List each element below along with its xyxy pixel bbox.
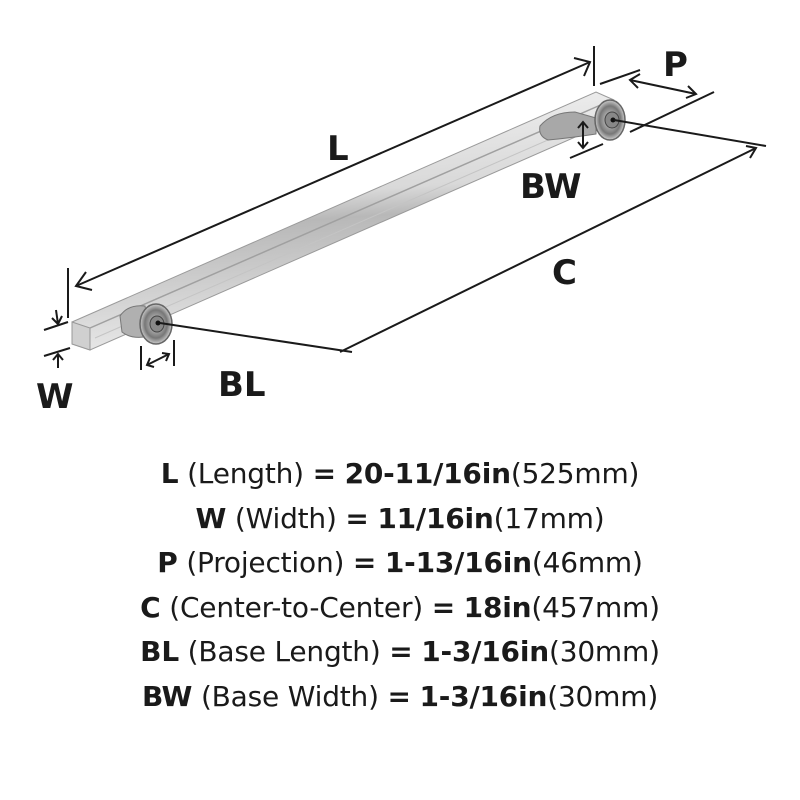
spec-name: (Length) — [187, 457, 304, 490]
spec-name: (Width) — [234, 501, 337, 535]
spec-name: (Center-to-Center) — [169, 590, 423, 624]
spec-length: L (Length) = 20-11/16in(525mm) — [0, 452, 800, 497]
spec-equals: = — [312, 457, 336, 490]
spec-imperial: 1-3/16in — [421, 635, 549, 668]
pull-handle-illustration — [43, 46, 767, 370]
spec-metric: (17mm) — [493, 501, 605, 535]
spec-width: W (Width) = 11/16in(17mm) — [0, 497, 800, 542]
spec-imperial: 18in — [463, 590, 532, 624]
dimension-label-P: P — [663, 45, 688, 85]
specifications-list: L (Length) = 20-11/16in(525mm) W (Width)… — [0, 452, 800, 719]
spec-metric: (457mm) — [531, 590, 660, 624]
spec-code: W — [195, 501, 227, 535]
spec-equals: = — [431, 590, 455, 624]
spec-metric: (46mm) — [531, 546, 643, 579]
handle-bar — [71, 91, 615, 351]
spec-code: L — [160, 457, 179, 490]
spec-code: BL — [140, 635, 179, 668]
dimension-lines — [43, 46, 767, 370]
spec-metric: (30mm) — [548, 635, 660, 668]
dimension-label-C: C — [552, 253, 577, 293]
dimension-label-BW: BW — [520, 167, 582, 207]
spec-metric: (525mm) — [510, 457, 640, 490]
dimension-diagram: L W P C BL BW — [36, 45, 767, 417]
spec-imperial: 1-3/16in — [419, 679, 548, 713]
spec-equals: = — [345, 501, 369, 535]
spec-imperial: 1-13/16in — [384, 546, 532, 579]
spec-metric: (30mm) — [547, 679, 659, 713]
spec-imperial: 11/16in — [377, 501, 494, 535]
spec-imperial: 20-11/16in — [344, 457, 511, 490]
spec-equals: = — [352, 546, 377, 579]
dimension-label-BL: BL — [218, 365, 266, 405]
spec-base-length: BL (Base Length) = 1-3/16in(30mm) — [0, 630, 800, 675]
spec-name: (Base Length) — [187, 635, 381, 668]
spec-code: BW — [141, 679, 193, 713]
spec-code: C — [140, 590, 161, 624]
spec-code: P — [157, 546, 178, 579]
right-base — [539, 99, 626, 141]
spec-equals: = — [389, 635, 413, 668]
left-base — [119, 303, 173, 345]
spec-name: (Base Width) — [200, 679, 379, 713]
spec-base-width: BW (Base Width) = 1-3/16in(30mm) — [0, 675, 800, 720]
dimension-label-L: L — [327, 129, 349, 169]
dimension-label-W: W — [36, 377, 74, 417]
spec-equals: = — [387, 679, 411, 713]
spec-name: (Projection) — [186, 546, 345, 579]
spec-projection: P (Projection) = 1-13/16in(46mm) — [0, 541, 800, 586]
spec-center-to-center: C (Center-to-Center) = 18in(457mm) — [0, 586, 800, 631]
